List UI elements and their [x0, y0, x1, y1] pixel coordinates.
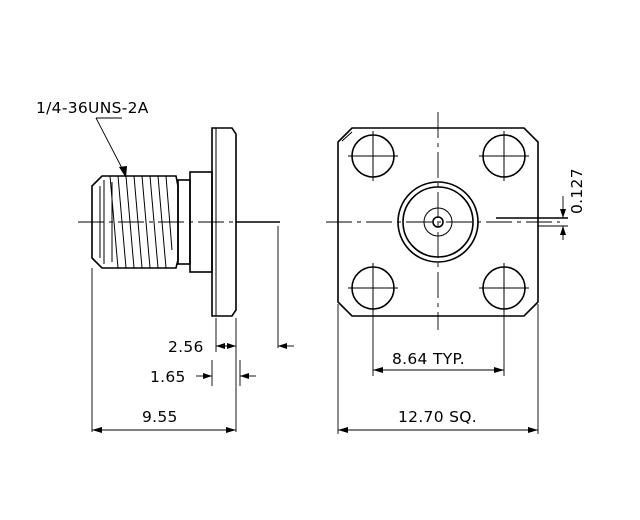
dim-8-64-typ: 8.64 TYP. — [392, 350, 465, 368]
side-view: 1/4-36UNS-2A 2.56 1.65 9.55 — [36, 99, 294, 433]
front-view: 0.127 8.64 TYP. 12.70 SQ. — [326, 112, 586, 434]
dim-9-55: 9.55 — [142, 408, 178, 426]
dim-1-65: 1.65 — [150, 368, 186, 386]
flange-square — [337, 127, 539, 317]
flange — [211, 127, 237, 317]
thread-callout: 1/4-36UNS-2A — [36, 99, 149, 117]
mounting-holes — [348, 131, 529, 313]
dim-2-56: 2.56 — [168, 338, 204, 356]
dim-12-70-sq: 12.70 SQ. — [398, 408, 477, 426]
dim-0-127: 0.127 — [568, 168, 586, 214]
